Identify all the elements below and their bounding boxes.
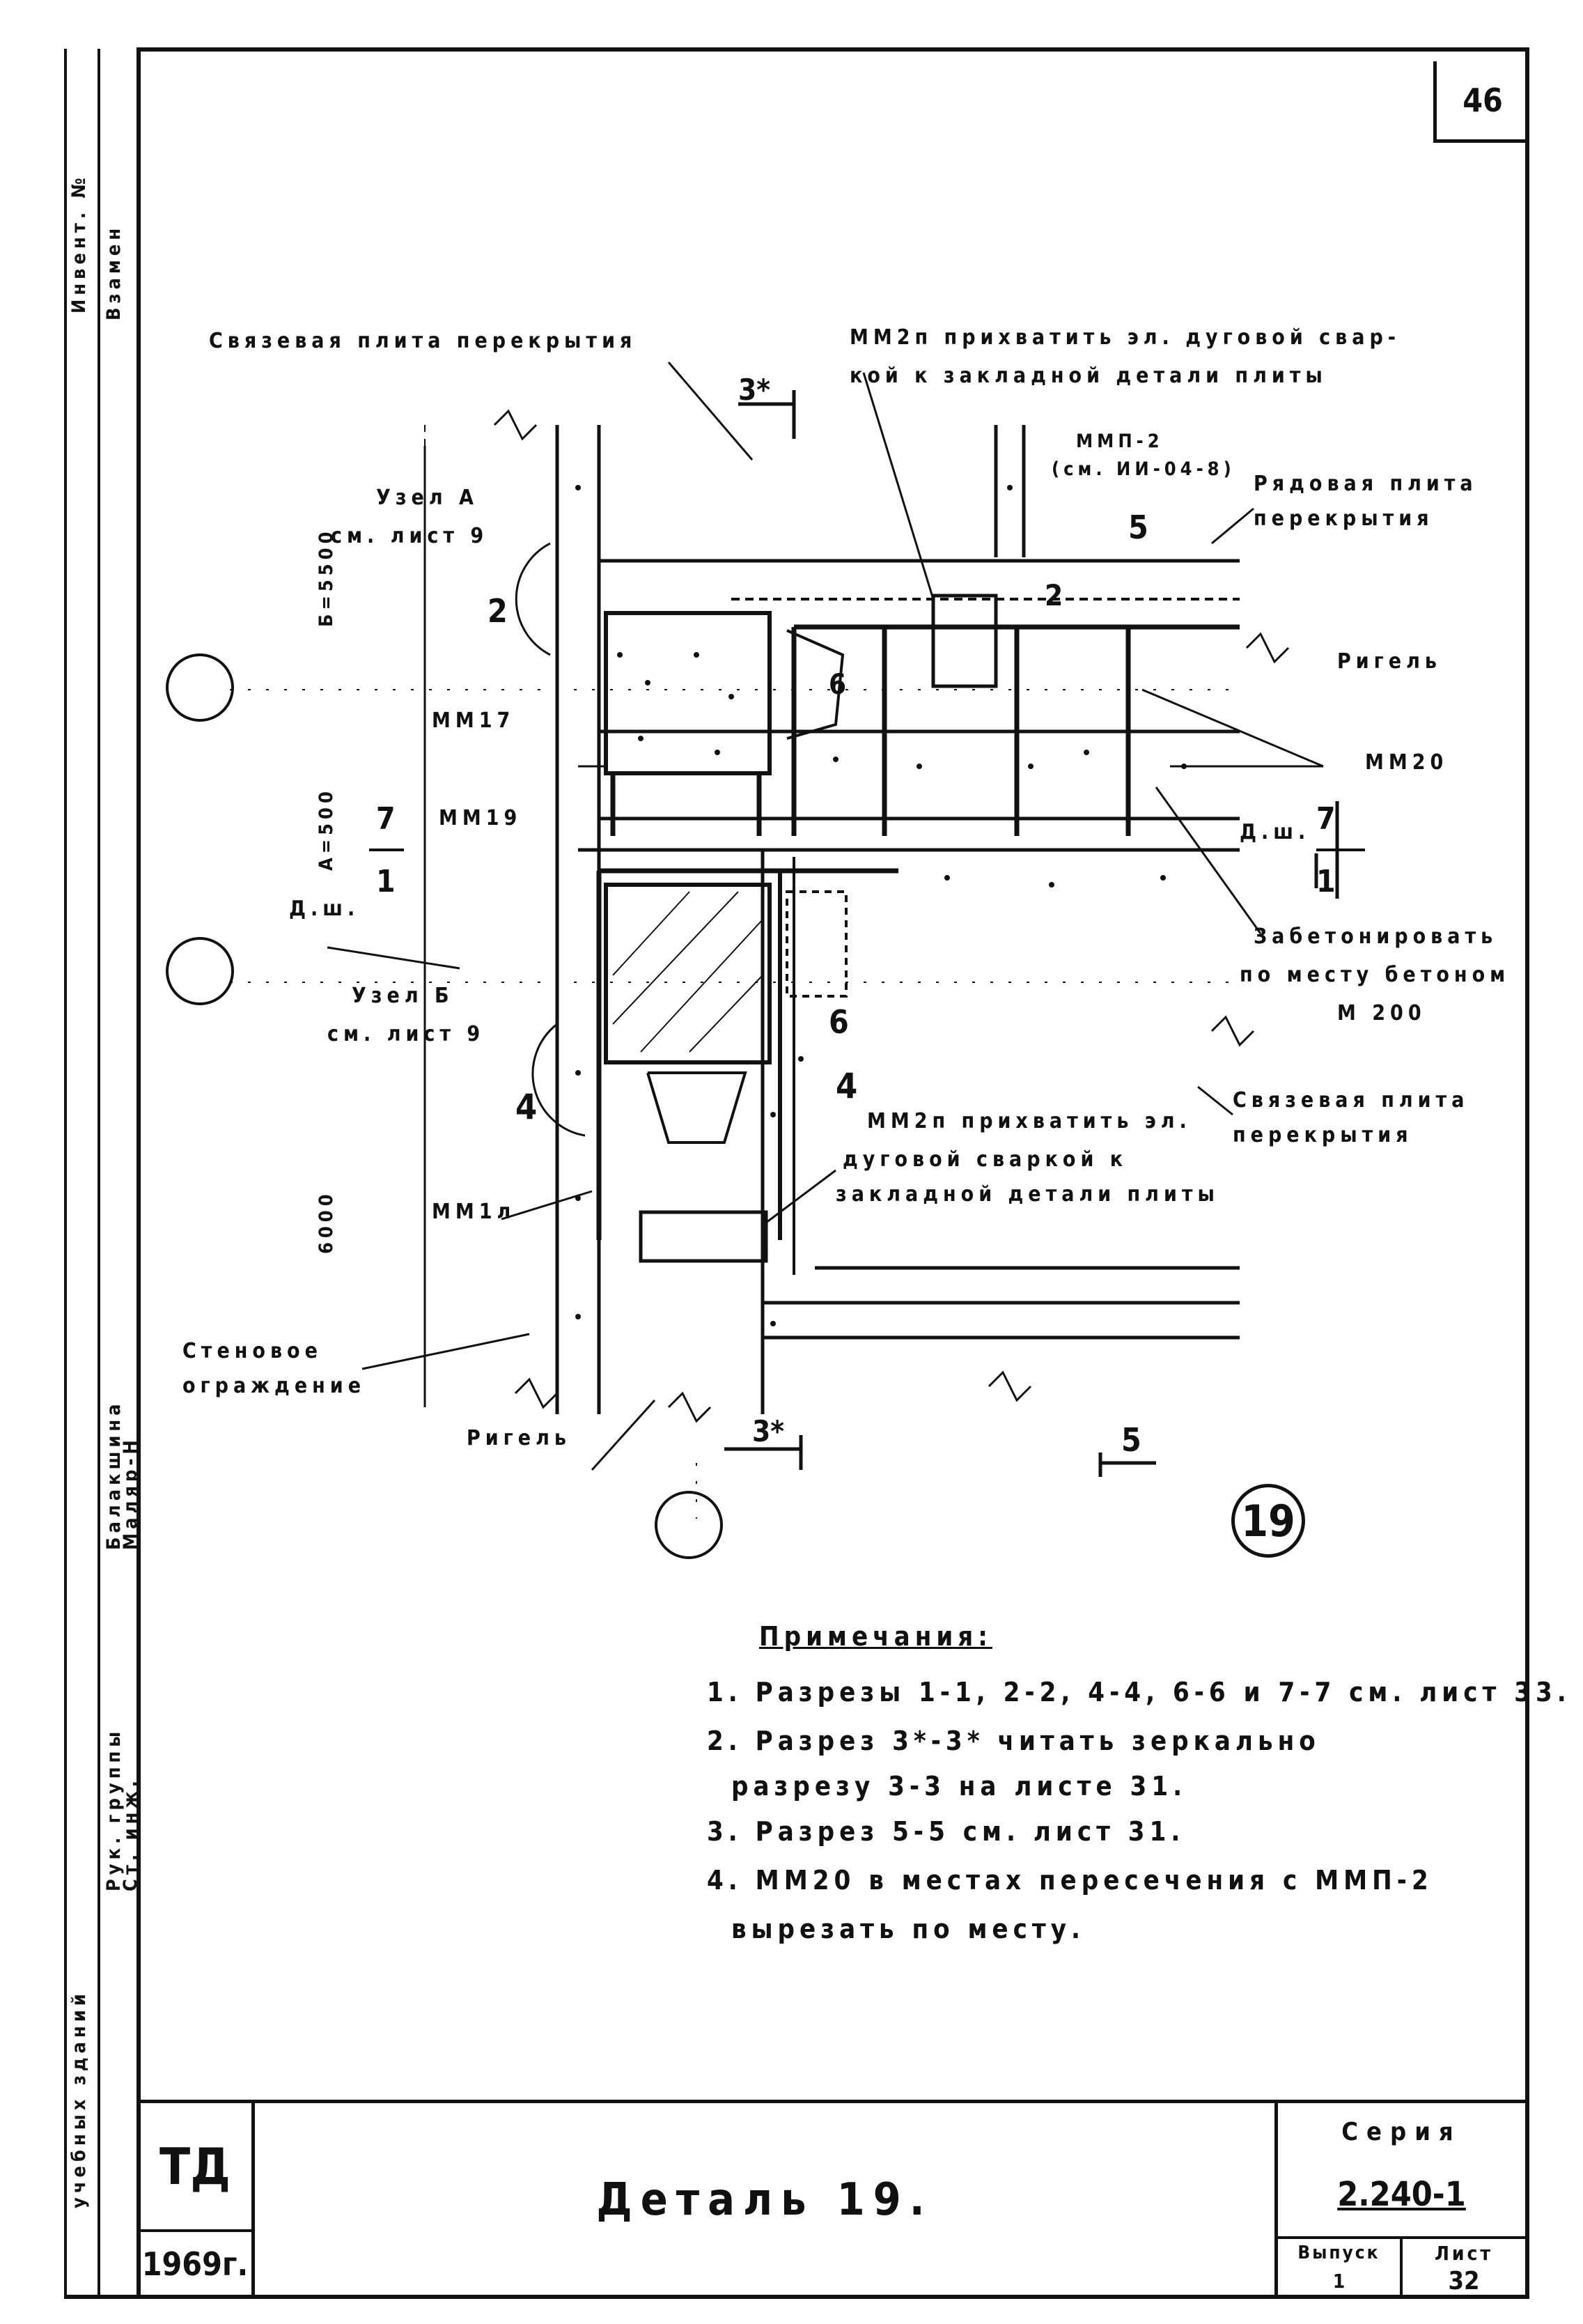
label-dsh-left: Д.ш. (289, 897, 360, 921)
label-wall-1: Стеновое (182, 1339, 322, 1363)
label-mm1l: ММ1л (432, 1200, 516, 1224)
label-mm20: ММ20 (1365, 750, 1449, 775)
cut-7-left: 7 (376, 801, 396, 837)
title-block-left-divider (251, 2100, 255, 2299)
label-crossbar-bottom: Ригель (467, 1426, 571, 1450)
left-strip-border (64, 49, 67, 2299)
main-frame-top (137, 47, 1529, 52)
note-1: 1. Разрезы 1-1, 2-2, 4-4, 6-6 и 7-7 см. … (707, 1677, 1571, 1707)
label-concrete-1: Забетонировать (1254, 924, 1498, 949)
issue-value: 1 (1332, 2269, 1346, 2293)
series-value: 2.240-1 (1337, 2175, 1466, 2214)
label-row-slab-1: Рядовая плита (1254, 472, 1478, 496)
cut-2-left: 2 (488, 592, 508, 630)
cut-2-right: 2 (1045, 578, 1063, 612)
label-mm19: ММ19 (439, 806, 522, 830)
dim-6000: 6000 (315, 1190, 337, 1254)
page-number: 46 (1433, 61, 1529, 143)
stamp-column-divider (98, 49, 100, 2299)
label-tie-slab: Связевая плита перекрытия (209, 329, 637, 353)
issue-label: Выпуск (1297, 2242, 1380, 2263)
title-block-top-border (137, 2100, 1529, 2103)
label-dsh-right: Д.ш. (1240, 820, 1311, 844)
label-tie-slab-2-2: перекрытия (1233, 1123, 1413, 1147)
cut-5-top: 5 (1128, 509, 1148, 546)
note-2-cont: разрезу 3-3 на листе 31. (731, 1771, 1187, 1802)
note-3: 3. Разрез 5-5 см. лист 31. (707, 1816, 1185, 1847)
axis-marker-bottom (655, 1491, 723, 1559)
main-frame-right (1525, 47, 1529, 2299)
label-tie-slab-2-1: Связевая плита (1233, 1088, 1469, 1113)
label-mm17: ММ17 (432, 708, 515, 733)
label-mm2p-top-1: ММ2п прихватить эл. дуговой свар- (850, 325, 1401, 350)
cut-3-top: 3* (738, 373, 771, 407)
main-frame-bottom (64, 2295, 1529, 2299)
title-block-issue-divider (1400, 2236, 1403, 2298)
title-block-right-divider (1274, 2100, 1278, 2299)
note-2: 2. Разрез 3*-3* читать зеркально (707, 1726, 1320, 1756)
cut-1-left: 1 (376, 864, 396, 899)
axis-marker-upper (166, 653, 234, 722)
cut-4-left: 4 (515, 1087, 538, 1127)
sheet-label: Лист (1434, 2241, 1494, 2265)
cut-4-right: 4 (836, 1066, 858, 1106)
cut-6-lower: 6 (829, 1003, 849, 1041)
detail-number-circle: 19 (1231, 1484, 1305, 1558)
dim-5500: Б=5500 (315, 527, 337, 627)
cut-1-right: 1 (1316, 864, 1336, 899)
label-crossbar-right: Ригель (1337, 649, 1442, 674)
label-node-b-1: Узел Б (352, 984, 454, 1008)
cut-7-right: 7 (1316, 801, 1336, 837)
label-mm2p-bot-1: ММ2п прихватить эл. (867, 1109, 1192, 1133)
label-node-b-2: см. лист 9 (327, 1022, 485, 1046)
label-mm2p-top-2: кой к закладной детали плиты (850, 364, 1327, 388)
cut-3-bottom: 3* (752, 1414, 785, 1448)
title-org: ТД (159, 2137, 231, 2196)
label-mm2p-bot-3: закладной детали плиты (836, 1182, 1219, 1207)
cut-6-inner: 6 (829, 669, 847, 701)
notes-heading: Примечания: (759, 1621, 992, 1652)
title-block-org-divider (137, 2229, 251, 2232)
label-row-slab-2: перекрытия (1254, 506, 1434, 531)
label-mmp2-ref: (см. ИИ-04-8) (1052, 458, 1235, 480)
dim-500: А=500 (315, 787, 337, 871)
label-wall-2: ограждение (182, 1374, 366, 1398)
main-frame-left (137, 49, 141, 2299)
label-mmp2: ММП-2 (1076, 431, 1164, 452)
label-concrete-3: М 200 (1337, 1001, 1426, 1025)
label-node-a-1: Узел А (376, 486, 478, 510)
axis-marker-middle (166, 937, 234, 1005)
drawing-title: Деталь 19. (596, 2174, 933, 2226)
sheet-value: 32 (1448, 2266, 1480, 2295)
note-4-cont: вырезать по месту. (731, 1914, 1085, 1944)
label-concrete-2: по месту бетоном (1240, 963, 1511, 987)
title-year: 1969г. (141, 2245, 249, 2283)
label-mm2p-bot-2: дуговой сваркой к (843, 1147, 1128, 1172)
note-4: 4. ММ20 в местах пересечения с ММП-2 (707, 1865, 1433, 1896)
label-node-a-2: см. лист 9 (331, 524, 489, 548)
series-label: Серия (1341, 2117, 1462, 2146)
cut-5-bottom: 5 (1121, 1421, 1141, 1459)
